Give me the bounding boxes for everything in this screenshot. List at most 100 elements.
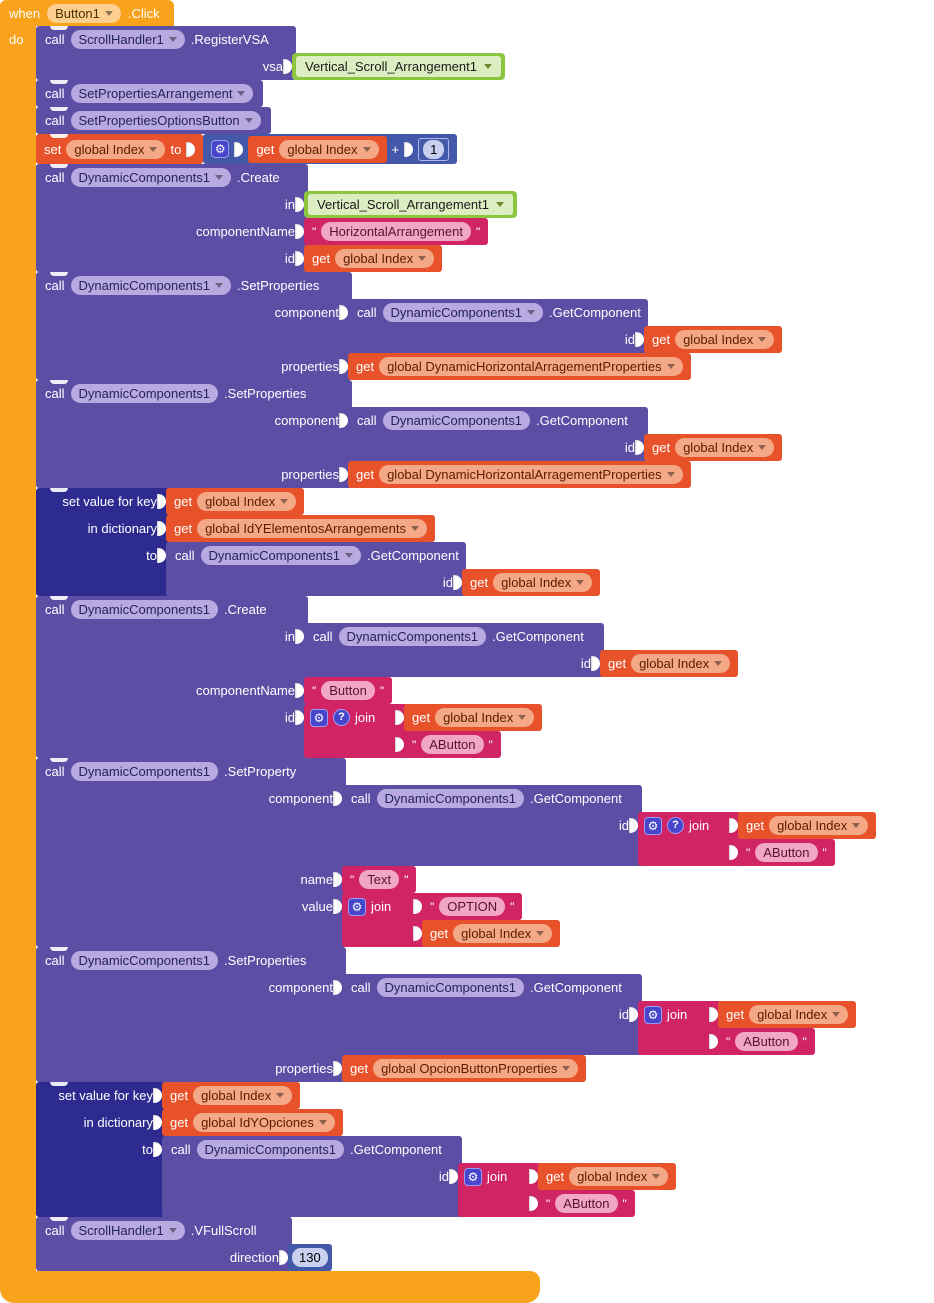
- block-call-setpropertiesarrangement[interactable]: call SetPropertiesArrangement: [36, 80, 264, 107]
- variable-dropdown[interactable]: global IdYOpciones: [193, 1113, 335, 1132]
- block-call-getcomponent[interactable]: call DynamicComponents1 .GetComponent id: [348, 407, 783, 461]
- component-dropdown[interactable]: DynamicComponents1: [70, 168, 232, 187]
- variable-dropdown[interactable]: global Index: [675, 330, 775, 349]
- block-get-opcionbuttonproperties[interactable]: get global OpcionButtonProperties: [342, 1055, 587, 1082]
- block-text-abutton[interactable]: " AButton ": [738, 839, 835, 866]
- block-get-global-index[interactable]: get global Index: [600, 650, 739, 677]
- component-dropdown[interactable]: DynamicComponents1: [376, 789, 525, 808]
- text-value[interactable]: OPTION: [439, 897, 506, 916]
- component-dropdown[interactable]: ScrollHandler1: [70, 1221, 185, 1240]
- variable-dropdown[interactable]: global Index: [749, 1005, 849, 1024]
- variable-dropdown[interactable]: global Index: [197, 492, 297, 511]
- mutator-gear-icon[interactable]: ⚙: [348, 897, 366, 916]
- variable-dropdown[interactable]: global Index: [435, 708, 535, 727]
- component-dropdown[interactable]: DynamicComponents1: [200, 546, 362, 565]
- block-text-option[interactable]: " OPTION ": [422, 893, 523, 920]
- event-component-dropdown[interactable]: Button1: [47, 3, 121, 23]
- block-call-setpropertiesoptionsbutton[interactable]: call SetPropertiesOptionsButton: [36, 107, 271, 134]
- variable-dropdown[interactable]: global Index: [193, 1086, 293, 1105]
- block-get-global-index[interactable]: get global Index: [644, 434, 783, 461]
- block-number-one[interactable]: 1: [418, 137, 450, 161]
- variable-dropdown[interactable]: global Index: [453, 924, 553, 943]
- block-get-global-index[interactable]: get global Index: [166, 488, 305, 515]
- text-value[interactable]: AButton: [755, 843, 818, 862]
- variable-dropdown[interactable]: global Index: [279, 139, 379, 159]
- block-get-global-index[interactable]: get global Index: [162, 1082, 301, 1109]
- block-call-scrollhandler-registervsa[interactable]: call ScrollHandler1 .RegisterVSA vsa Ver…: [36, 26, 505, 80]
- block-text-abutton[interactable]: " AButton ": [404, 731, 501, 758]
- component-dropdown[interactable]: DynamicComponents1: [70, 762, 219, 781]
- block-get-global-index[interactable]: get global Index: [404, 704, 543, 731]
- variable-dropdown[interactable]: global Index: [493, 573, 593, 592]
- warning-question-icon[interactable]: ?: [333, 709, 350, 726]
- block-call-getcomponent[interactable]: call DynamicComponents1 .GetComponent id: [166, 542, 601, 596]
- text-value[interactable]: AButton: [421, 735, 484, 754]
- block-text-abutton[interactable]: " AButton ": [718, 1028, 815, 1055]
- block-get-global-index[interactable]: get global Index: [644, 326, 783, 353]
- text-value[interactable]: Text: [359, 870, 400, 889]
- block-setproperty-text[interactable]: call DynamicComponents1 .SetProperty com…: [36, 758, 877, 947]
- block-join-id[interactable]: ⚙ ? join get: [638, 812, 877, 866]
- block-call-getcomponent[interactable]: call DynamicComponents1 .GetComponent id: [342, 974, 857, 1055]
- number-value[interactable]: 130: [292, 1248, 328, 1267]
- block-math-add[interactable]: ⚙ get global Index + 1: [203, 134, 458, 164]
- procedure-dropdown[interactable]: SetPropertiesOptionsButton: [70, 111, 261, 130]
- component-dropdown[interactable]: DynamicComponents1: [70, 384, 219, 403]
- component-dropdown[interactable]: DynamicComponents1: [70, 600, 219, 619]
- variable-dropdown[interactable]: global Index: [66, 139, 166, 159]
- block-join-id[interactable]: ⚙ join get: [458, 1163, 677, 1217]
- text-value[interactable]: AButton: [735, 1032, 798, 1051]
- block-call-vfullscroll[interactable]: call ScrollHandler1 .VFullScroll directi…: [36, 1217, 332, 1271]
- block-get-global-index[interactable]: get global Index: [462, 569, 601, 596]
- mutator-gear-icon[interactable]: ⚙: [310, 708, 328, 727]
- number-value[interactable]: 1: [423, 139, 445, 159]
- block-join-value[interactable]: ⚙ join " OPTION ": [342, 893, 561, 947]
- block-join-id[interactable]: ⚙ join get: [638, 1001, 857, 1055]
- block-join-id[interactable]: ⚙ ? join get global Index: [304, 704, 543, 758]
- block-get-global-index[interactable]: get global Index: [718, 1001, 857, 1028]
- block-setproperties-arrangement-1[interactable]: call DynamicComponents1 .SetProperties c…: [36, 272, 783, 380]
- set-variable-block[interactable]: set global Index to: [36, 134, 204, 164]
- block-call-getcomponent[interactable]: call DynamicComponents1 .GetComponent id: [304, 623, 739, 677]
- variable-dropdown[interactable]: global Index: [569, 1167, 669, 1186]
- block-get-global-index[interactable]: get global Index: [738, 812, 877, 839]
- block-get-idyopciones[interactable]: get global IdYOpciones: [162, 1109, 343, 1136]
- variable-dropdown[interactable]: global DynamicHorizontalArragementProper…: [379, 357, 683, 376]
- block-setproperties-arrangement-2[interactable]: call DynamicComponents1 .SetProperties c…: [36, 380, 783, 488]
- component-dropdown[interactable]: DynamicComponents1: [70, 276, 232, 295]
- block-text-horizontalarrangement[interactable]: " HorizontalArrangement ": [304, 218, 489, 245]
- component-dropdown[interactable]: DynamicComponents1: [382, 303, 544, 322]
- block-call-getcomponent[interactable]: call DynamicComponents1 .GetComponent id: [162, 1136, 677, 1217]
- block-get-idyelementosarrangements[interactable]: get global IdYElementosArrangements: [166, 515, 435, 542]
- block-get-dynamic-horizontal-props[interactable]: get global DynamicHorizontalArragementPr…: [348, 353, 691, 380]
- block-when-button1-click[interactable]: when Button1 .Click do call ScrollHandle…: [0, 0, 877, 1303]
- block-text-abutton[interactable]: " AButton ": [538, 1190, 635, 1217]
- block-get-global-index[interactable]: get global Index: [422, 920, 561, 947]
- text-value[interactable]: Button: [321, 681, 375, 700]
- event-header[interactable]: when Button1 .Click: [0, 0, 174, 26]
- block-set-global-index[interactable]: set global Index to ⚙ get global Index: [36, 134, 458, 164]
- component-dropdown[interactable]: DynamicComponents1: [70, 951, 219, 970]
- variable-dropdown[interactable]: global Index: [769, 816, 869, 835]
- block-get-global-index[interactable]: get global Index: [248, 135, 387, 163]
- component-dropdown[interactable]: ScrollHandler1: [70, 30, 185, 49]
- block-get-global-index[interactable]: get global Index: [304, 245, 443, 272]
- block-call-getcomponent[interactable]: call DynamicComponents1 .GetComponent id: [342, 785, 877, 866]
- block-create-horizontalarrangement[interactable]: call DynamicComponents1 .Create in Verti…: [36, 164, 517, 272]
- text-value[interactable]: AButton: [555, 1194, 618, 1213]
- mutator-gear-icon[interactable]: ⚙: [644, 1005, 662, 1024]
- component-dropdown[interactable]: DynamicComponents1: [382, 411, 531, 430]
- block-text-button[interactable]: " Button ": [304, 677, 393, 704]
- mutator-gear-icon[interactable]: ⚙: [644, 816, 662, 835]
- block-dict-set-idyelementosarrangements[interactable]: set value for key get global Index i: [36, 488, 601, 596]
- warning-question-icon[interactable]: ?: [667, 817, 684, 834]
- variable-dropdown[interactable]: global DynamicHorizontalArragementProper…: [379, 465, 683, 484]
- block-number-130[interactable]: 130: [288, 1244, 332, 1271]
- mutator-gear-icon[interactable]: ⚙: [464, 1167, 482, 1186]
- block-create-button[interactable]: call DynamicComponents1 .Create in call: [36, 596, 739, 758]
- variable-dropdown[interactable]: global Index: [335, 249, 435, 268]
- block-get-global-index[interactable]: get global Index: [538, 1163, 677, 1190]
- procedure-dropdown[interactable]: SetPropertiesArrangement: [70, 84, 254, 103]
- mutator-gear-icon[interactable]: ⚙: [211, 140, 230, 158]
